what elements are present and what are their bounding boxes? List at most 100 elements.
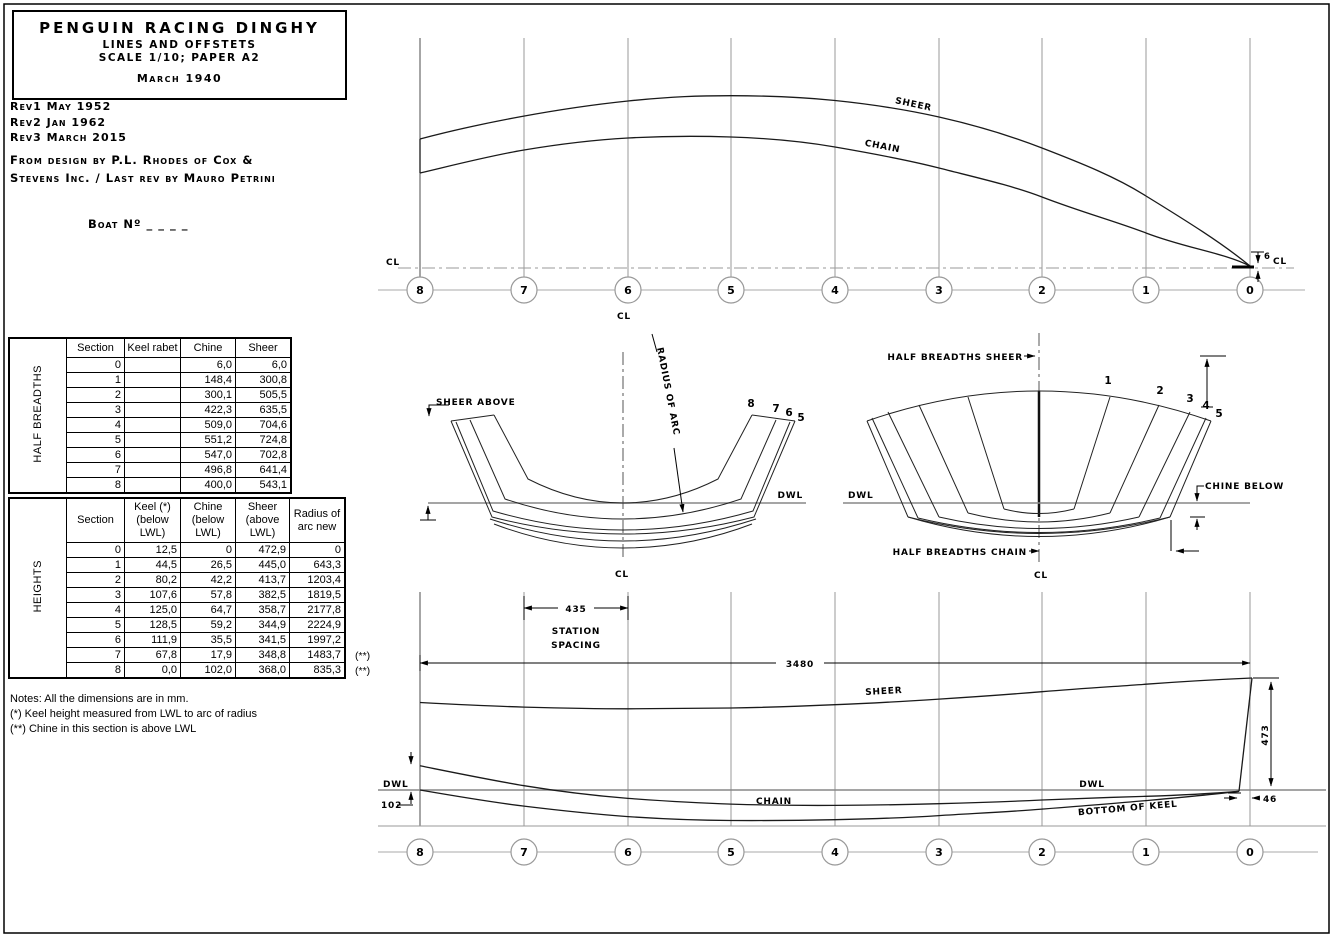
table-cell: 0,0 (124, 662, 181, 679)
fwd-station-4-sides (871, 417, 1207, 519)
station-number: 7 (520, 284, 528, 297)
table-cell: 368,0 (235, 662, 290, 679)
title-scale: SCALE 1/10; PAPER A2 (98, 52, 261, 64)
fwd-station-labels: 1 2 345 (1104, 375, 1222, 420)
plan-chain-curve (419, 135, 1251, 267)
credit-line-1: From design by P.L. Rhodes of Cox & (10, 153, 254, 167)
profile-keel-curve (419, 789, 1240, 822)
table-cell: 724,8 (235, 432, 292, 448)
table-cell: 26,5 (180, 557, 236, 573)
profile-dwl-label-right: DWL (1079, 780, 1105, 790)
design-credit: From design by P.L. Rhodes of Cox & Stev… (10, 151, 276, 187)
table-side-label: HEIGHTS (8, 497, 67, 679)
aft-bottom-arc-1 (489, 518, 757, 542)
body-plan-fwd: HALF BREADTHS SHEER HALF BREADTHS CHAIN … (843, 333, 1283, 581)
fwd-bottom-arc-5 (907, 516, 1171, 534)
note-line-2: (*) Keel height measured from LWL to arc… (10, 708, 257, 720)
station-spacing-label-2: SPACING (551, 641, 601, 651)
station-marker-6 (614, 838, 642, 866)
table-cell: 64,7 (180, 602, 236, 618)
aft-section-8 (493, 414, 753, 504)
station-number: 2 (1038, 846, 1046, 859)
table-cell: 505,5 (235, 387, 292, 403)
station-marker-7 (510, 276, 538, 304)
section-number-label: 1 (1104, 375, 1111, 387)
station-marker-7 (510, 838, 538, 866)
station-number: 5 (727, 284, 735, 297)
section-number-label: 4 (1202, 400, 1209, 412)
sheer-above-label: SHEER ABOVE (436, 398, 516, 408)
title-date: March 1940 (136, 72, 223, 85)
profile-chain-label: CHAIN (756, 797, 792, 807)
table-cell: 6,0 (235, 357, 292, 373)
aft-dwl-label: DWL (777, 491, 803, 501)
table-cell: 12,5 (124, 542, 181, 558)
note-line-1: Notes: All the dimensions are in mm. (10, 693, 189, 705)
profile-station-grid (419, 592, 1251, 826)
revision-list: Rev1 May 1952 Rev2 Jan 1962 Rev3 March 2… (10, 99, 127, 146)
table-cell: 125,0 (124, 602, 181, 618)
station-number: 0 (1246, 284, 1254, 297)
aft-sheer-edge-right (751, 414, 796, 422)
radius-leader-arrow (673, 447, 685, 513)
table-cell: 543,1 (235, 477, 292, 494)
profile-stem (1238, 677, 1253, 792)
table-column-header: Sheer (above LWL) (235, 497, 290, 543)
station-marker-3 (925, 838, 953, 866)
table-cell: 702,8 (235, 447, 292, 463)
station-number: 1 (1142, 846, 1150, 859)
station-number: 8 (416, 846, 424, 859)
credit-line-2: Stevens Inc. / Last rev by Mauro Petrini (10, 171, 276, 185)
aft-bottom-arc-2 (493, 523, 753, 549)
plan-cl-label-bottom: CL (617, 312, 631, 322)
aft-section-7 (469, 419, 777, 520)
station-marker-8 (406, 276, 434, 304)
station-marker-0 (1236, 838, 1264, 866)
profile-sheer-curve (419, 677, 1253, 710)
table-cell: 44,5 (124, 557, 181, 573)
dim-3480-bg (776, 656, 824, 669)
table-annotation: (**) (355, 650, 371, 662)
station-marker-4 (821, 276, 849, 304)
fwd-cl-label: CL (1034, 571, 1048, 581)
station-number: 6 (624, 846, 632, 859)
section-number-label: 2 (1156, 385, 1163, 397)
section-number-label: 3 (1186, 393, 1193, 405)
table-cell: 341,5 (235, 632, 290, 648)
station-marker-5 (717, 838, 745, 866)
station-number: 6 (624, 284, 632, 297)
station-spacing-label-1: STATION (552, 627, 600, 637)
dim-473-value: 473 (1261, 724, 1271, 745)
dim-435-value: 435 (565, 605, 586, 615)
fwd-dwl-label: DWL (848, 491, 874, 501)
table-cell: 348,8 (235, 647, 290, 663)
fwd-bottom-arc-2 (967, 512, 1111, 523)
note-line-3: (**) Chine in this section is above LWL (10, 723, 197, 735)
table-cell: 107,6 (124, 587, 181, 603)
fwd-station-5-sides (866, 420, 1212, 518)
section-number-label: 5 (1215, 408, 1222, 420)
station-number: 0 (1246, 846, 1254, 859)
section-number-label: 7 (772, 403, 779, 415)
boat-number: Boat Nº _ _ _ _ (88, 217, 189, 231)
section-number-label: 8 (747, 398, 754, 410)
station-number: 7 (520, 846, 528, 859)
station-number: 2 (1038, 284, 1046, 297)
table-cell: 67,8 (124, 647, 181, 663)
aft-section-5 (450, 420, 796, 535)
profile-chain-curve (419, 765, 1240, 807)
table-cell: 6,0 (180, 357, 236, 373)
